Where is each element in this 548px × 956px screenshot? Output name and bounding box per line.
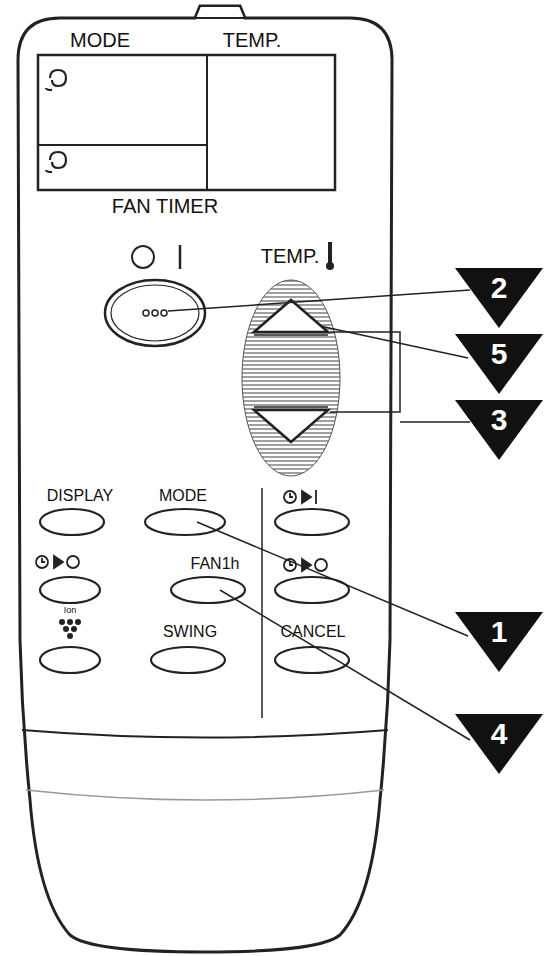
callout-number: 2 [455,268,543,303]
callout-number: 3 [455,400,543,435]
cover-shade [26,790,384,800]
button-label: DISPLAY [47,488,113,504]
lcd-label: TEMP. [223,30,282,50]
off-symbol [132,246,154,268]
callout-number: 1 [455,612,543,647]
button-label: FAN1h [191,556,240,572]
lcd-label: MODE [70,30,130,50]
on-symbol [179,245,182,269]
temp-rocker [242,280,340,476]
temp-down-button [254,410,328,442]
button-label: TEMP. [261,246,320,266]
ir-window [195,6,245,18]
remote-body [18,6,392,952]
fan-icon [46,70,66,172]
lcd-label: FAN TIMER [112,196,218,216]
callout-triangle: 4 [455,714,543,774]
callout-number: 5 [455,334,543,369]
callout-number: 4 [455,714,543,749]
leader-line [168,290,470,740]
lcd-screen [38,55,335,190]
button-label: MODE [159,488,207,504]
callout-triangle: 2 [455,268,543,328]
button-label: Ion [64,606,77,615]
push-button [40,509,349,673]
callout-triangle: 3 [455,400,543,460]
callout-triangle: 5 [455,334,543,394]
button-label: CANCEL [281,624,346,640]
callout-triangle: 1 [455,612,543,672]
on-off-button [105,280,205,346]
thermometer-icon [326,242,334,270]
ion-icon [59,619,81,639]
button-label: SWING [163,624,217,640]
cover-edge [22,730,388,738]
